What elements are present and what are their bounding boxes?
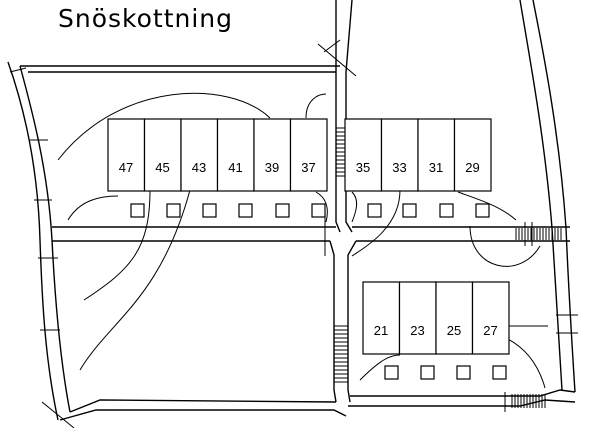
unit-box [216, 118, 255, 192]
storage-shed [311, 203, 326, 218]
storage-shed [475, 203, 490, 218]
unit-number: 31 [429, 160, 443, 175]
storage-shed [402, 203, 417, 218]
unit-number: 33 [392, 160, 406, 175]
storage-shed [367, 203, 382, 218]
clearing-paths [57, 92, 548, 389]
unit-number: 41 [228, 160, 242, 175]
unit-number: 37 [301, 160, 315, 175]
plan-title: Snöskottning [58, 4, 233, 33]
storage-shed [456, 365, 471, 380]
storage-shed [439, 203, 454, 218]
unit-box [453, 118, 492, 192]
unit-box [362, 281, 401, 355]
unit-box [398, 281, 437, 355]
unit-box [344, 118, 383, 192]
unit-number: 27 [483, 323, 497, 338]
unit-number: 39 [265, 160, 279, 175]
unit-box [180, 118, 219, 192]
road-lines [7, 0, 576, 421]
storage-shed [166, 203, 181, 218]
unit-number: 35 [356, 160, 370, 175]
stairs-lower [334, 325, 348, 383]
tick-marks [9, 39, 578, 428]
unit-box [435, 281, 474, 355]
unit-number: 47 [119, 160, 133, 175]
unit-box [471, 281, 510, 355]
storage-shed [202, 203, 217, 218]
unit-number: 25 [447, 323, 461, 338]
storage-shed [492, 365, 507, 380]
unit-number: 23 [410, 323, 424, 338]
unit-box [253, 118, 292, 192]
unit-number: 29 [465, 160, 479, 175]
unit-box [143, 118, 182, 192]
unit-number: 43 [192, 160, 206, 175]
storage-shed [238, 203, 253, 218]
storage-shed [275, 203, 290, 218]
storage-shed [384, 365, 399, 380]
stairs-upper [336, 127, 346, 177]
row-upper-right: 35 33 31 29 [344, 118, 492, 218]
unit-box [107, 118, 146, 192]
unit-box [380, 118, 419, 192]
unit-number: 21 [374, 323, 388, 338]
unit-box [289, 118, 328, 192]
row-lower: 21 23 25 27 [362, 281, 510, 380]
unit-box [417, 118, 456, 192]
storage-shed [130, 203, 145, 218]
unit-number: 45 [155, 160, 169, 175]
stairs-right [515, 228, 562, 240]
row-upper-left: 47 45 43 41 39 37 [107, 118, 328, 218]
stairs-bottom [511, 394, 546, 408]
storage-shed [420, 365, 435, 380]
